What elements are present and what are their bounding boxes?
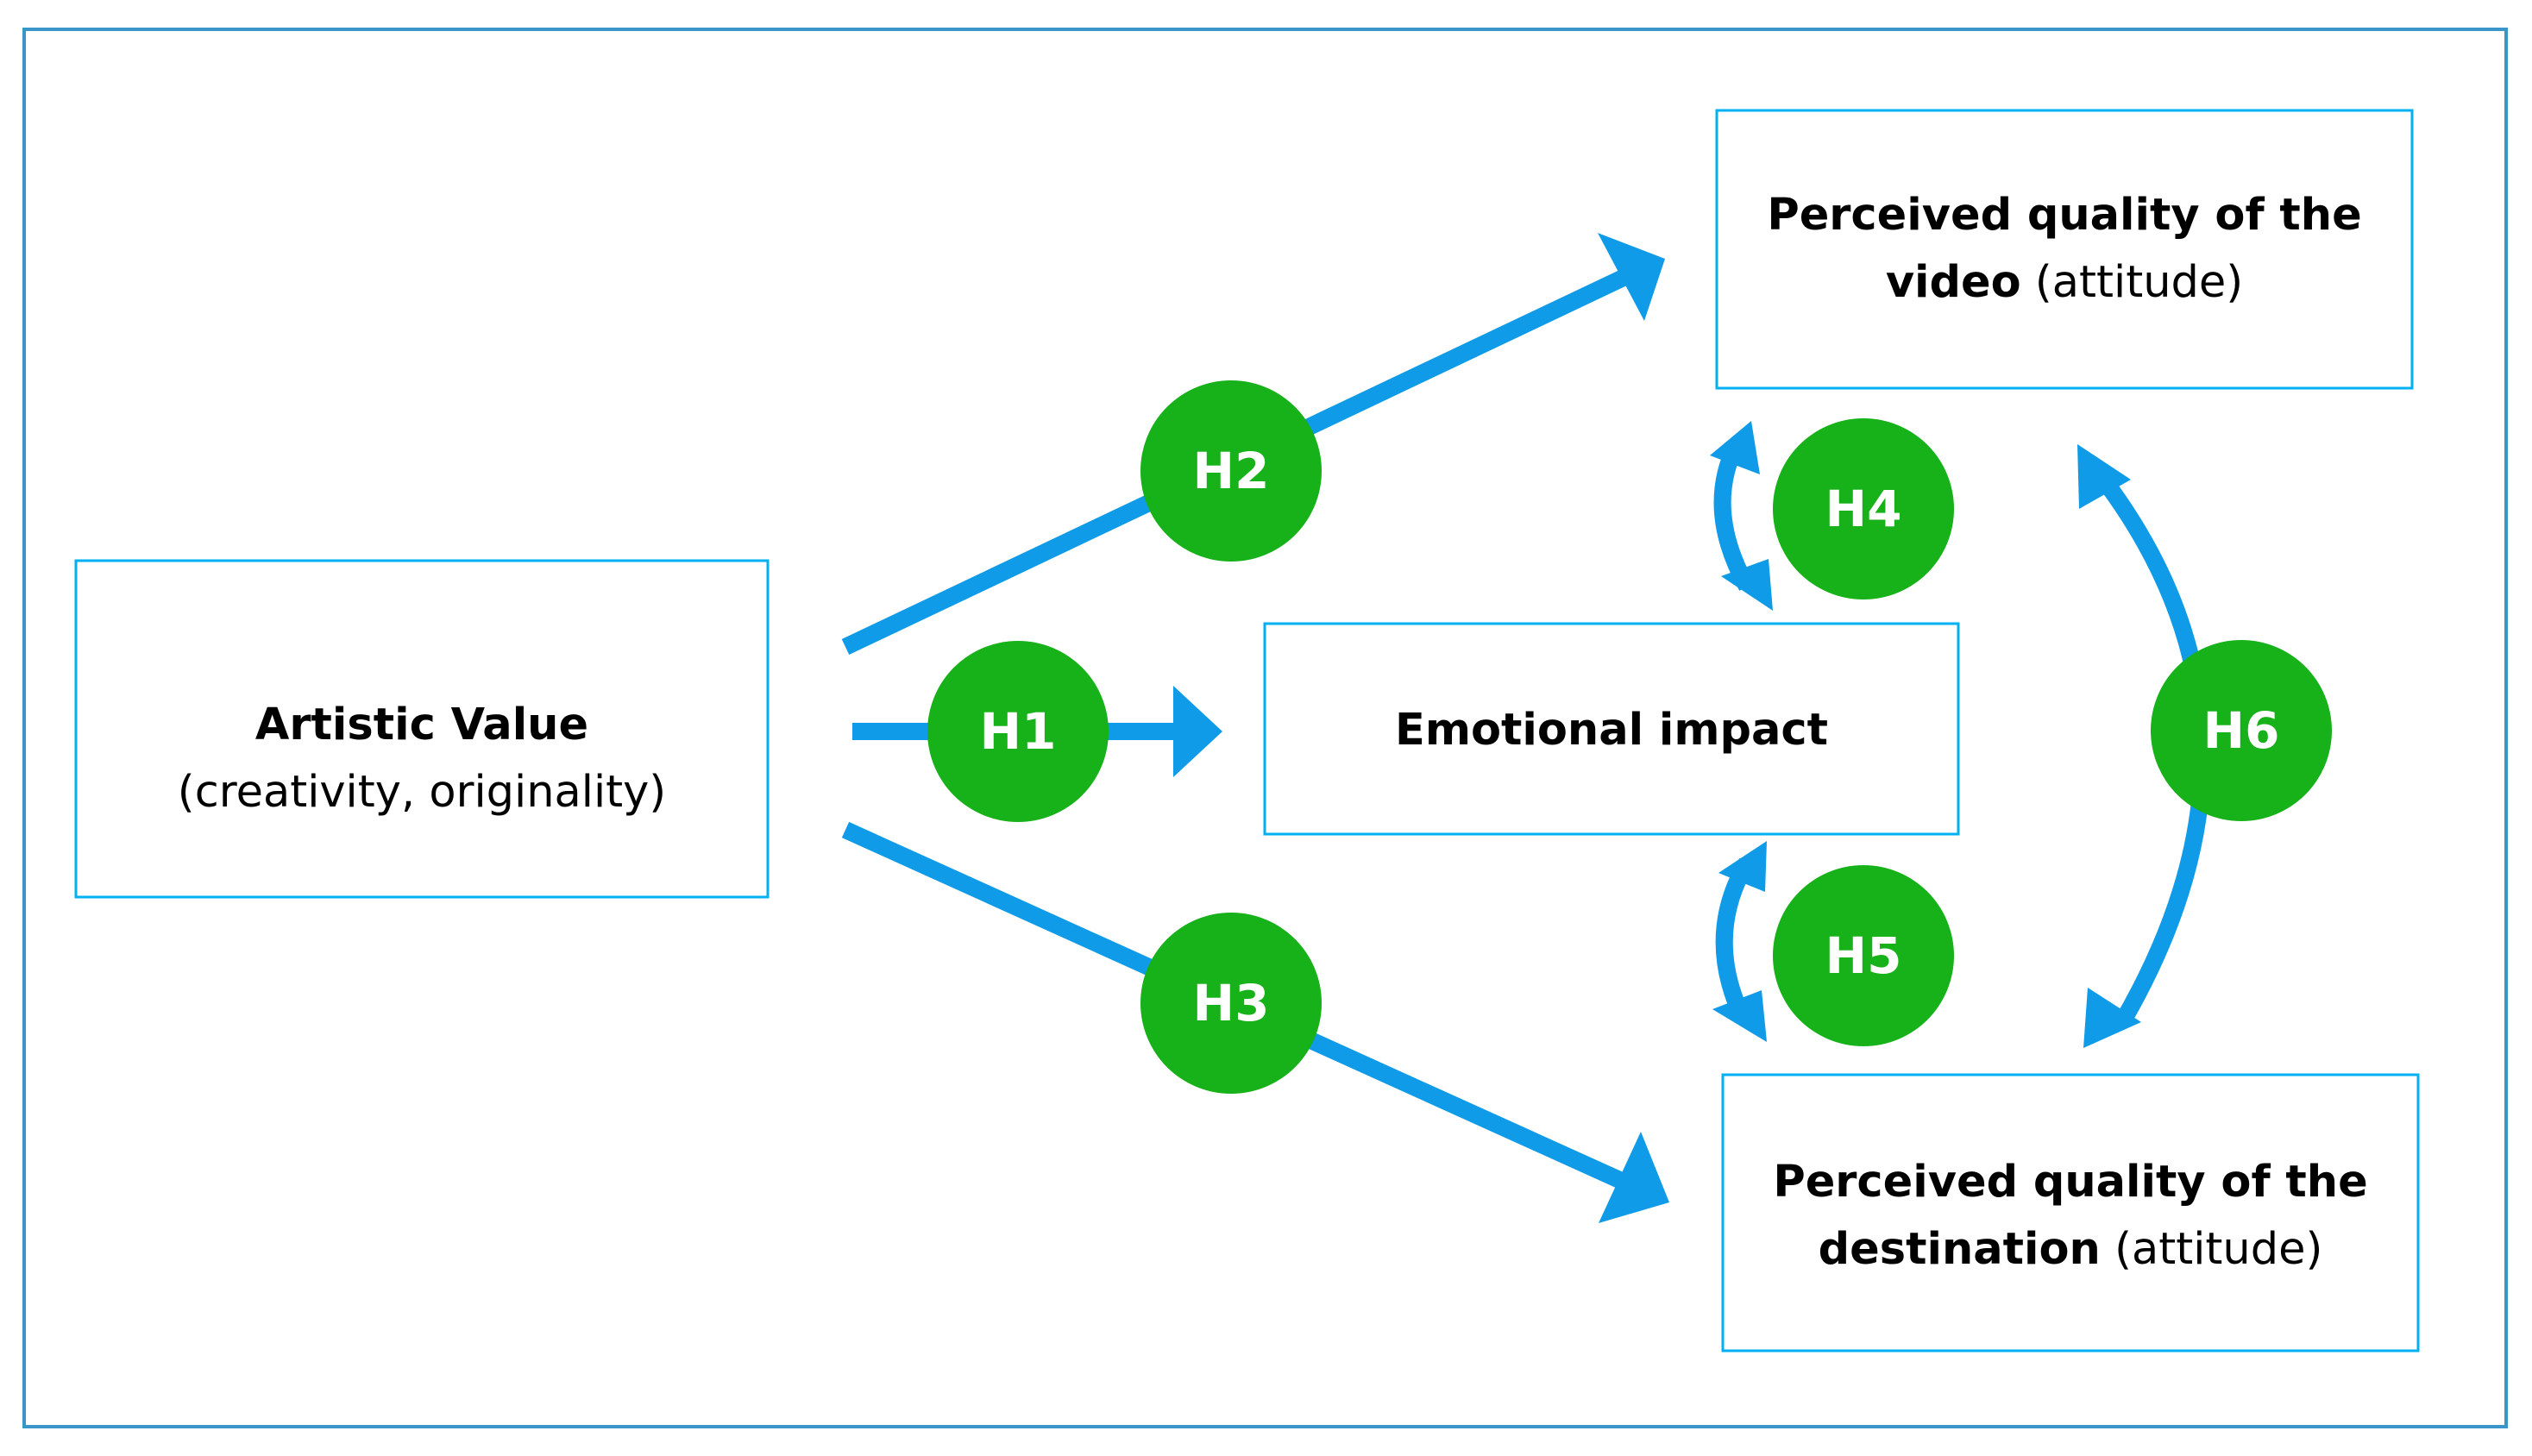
hypothesis-h5-label: H5	[1825, 926, 1902, 985]
node-emotional-impact-title: Emotional impact	[1395, 705, 1828, 756]
edge-h2-arrowhead	[1598, 233, 1665, 321]
edge-h5-arrowhead-top	[1718, 841, 1767, 892]
node-emotional-impact: Emotional impact	[1263, 622, 1960, 836]
node-video-quality-line1: Perceived quality of the	[1767, 190, 2361, 241]
hypothesis-h6: H6	[2151, 640, 2332, 821]
diagram-frame	[22, 28, 2508, 1428]
edge-h1-arrowhead	[1173, 686, 1222, 777]
hypothesis-h4-label: H4	[1825, 480, 1902, 538]
hypothesis-h1: H1	[927, 641, 1109, 822]
node-video-quality: Perceived quality of the video (attitude…	[1715, 109, 2414, 390]
node-destination-quality-line2: destination (attitude)	[1819, 1224, 2323, 1275]
edge-h4-arrowhead-top	[1710, 421, 1760, 474]
hypothesis-h3-label: H3	[1193, 974, 1270, 1032]
node-artistic-value-subtitle: (creativity, originality)	[178, 767, 666, 818]
node-destination-quality-line1: Perceived quality of the	[1773, 1157, 2367, 1208]
node-video-quality-bold: video	[1886, 257, 2021, 308]
edge-h6-arrowhead-top	[2077, 444, 2131, 509]
node-video-quality-rest: (attitude)	[2035, 257, 2243, 308]
node-destination-quality: Perceived quality of the destination (at…	[1721, 1073, 2420, 1352]
hypothesis-h3: H3	[1140, 913, 1322, 1094]
node-destination-quality-rest: (attitude)	[2114, 1224, 2322, 1275]
hypothesis-h5: H5	[1773, 865, 1954, 1046]
edge-h6-arrowhead-bottom	[2083, 988, 2141, 1048]
edge-h5-arrowhead-bottom	[1712, 990, 1767, 1042]
edge-h4-arrowhead-bottom	[1721, 559, 1773, 611]
hypothesis-h4: H4	[1773, 418, 1954, 599]
hypothesis-h2: H2	[1140, 380, 1322, 562]
hypothesis-h1-label: H1	[980, 702, 1057, 761]
node-video-quality-line2: video (attitude)	[1886, 257, 2243, 308]
hypothesis-h6-label: H6	[2203, 701, 2280, 760]
node-destination-quality-bold: destination	[1819, 1224, 2101, 1275]
node-artistic-value-title: Artistic Value	[255, 700, 588, 750]
edge-h5-curve	[1715, 857, 1755, 1022]
hypothesis-h2-label: H2	[1193, 442, 1270, 500]
edge-h3-arrowhead	[1599, 1132, 1669, 1223]
node-artistic-value: Artistic Value (creativity, originality)	[74, 559, 770, 899]
